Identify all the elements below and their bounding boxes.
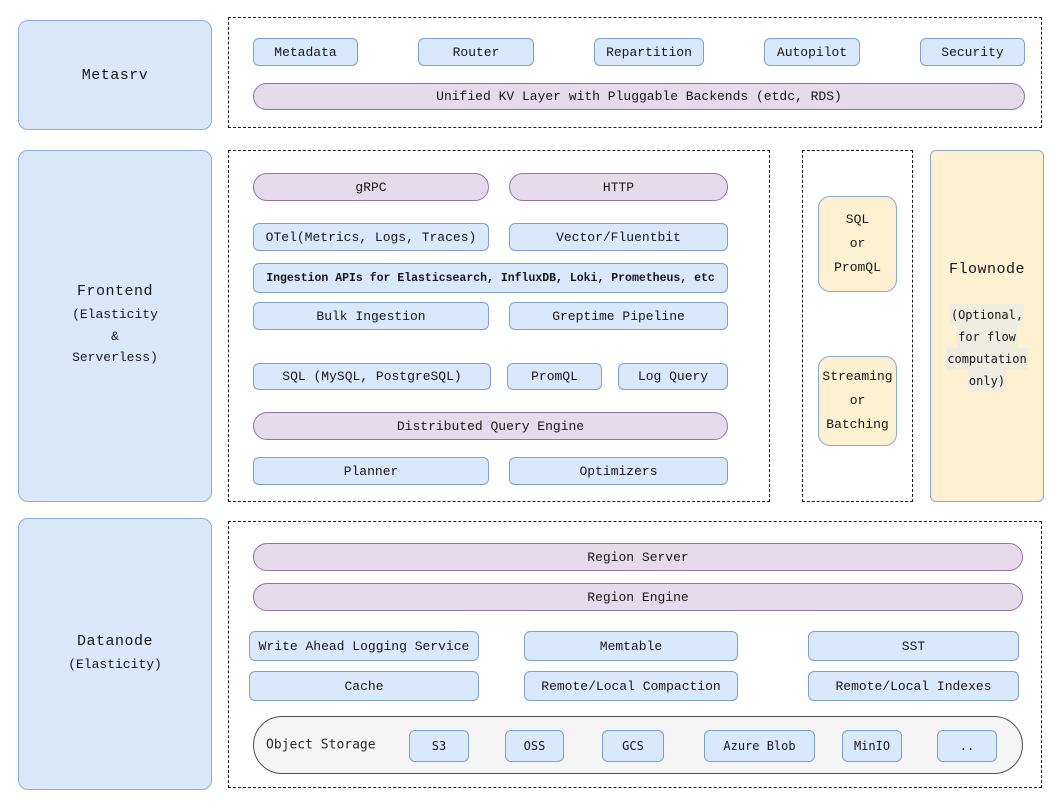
box-bulk-ingestion: Bulk Ingestion — [253, 302, 489, 330]
box-region-server: Region Server — [253, 543, 1023, 571]
metasrv-modules-row: Metadata Router Repartition Autopilot Se… — [253, 38, 1025, 66]
flownode-subtitle: (Optional, for flow computation only) — [946, 304, 1028, 392]
metasrv-label: Metasrv — [81, 66, 149, 84]
box-more-providers: .. — [937, 730, 997, 762]
box-sql: SQL (MySQL, PostgreSQL) — [253, 363, 491, 390]
box-greptime-pipeline: Greptime Pipeline — [509, 302, 728, 330]
box-remote-local-compaction: Remote/Local Compaction — [524, 671, 738, 701]
box-memtable: Memtable — [524, 631, 738, 661]
frontend-label: Frontend — [76, 283, 153, 301]
flow-link-line: Streaming — [822, 368, 893, 384]
flow-link-line: or — [849, 392, 866, 408]
box-optimizers: Optimizers — [509, 457, 728, 485]
object-storage-label: Object Storage — [266, 737, 376, 753]
flownode-subtitle-line: for flow — [957, 326, 1017, 348]
box-grpc: gRPC — [253, 173, 489, 201]
metasrv-node: Metasrv — [18, 20, 212, 130]
box-security: Security — [920, 38, 1025, 66]
frontend-sublabel-line: & — [111, 328, 119, 344]
box-sql-or-promql: SQL or PromQL — [818, 196, 897, 292]
flownode-subtitle-line: computation — [946, 348, 1028, 370]
box-remote-local-indexes: Remote/Local Indexes — [808, 671, 1019, 701]
box-cache: Cache — [249, 671, 479, 701]
box-wal-service: Write Ahead Logging Service — [249, 631, 479, 661]
box-azure-blob: Azure Blob — [704, 730, 815, 762]
box-metadata: Metadata — [253, 38, 358, 66]
frontend-sublabel: (Elasticity & Serverless) — [72, 304, 158, 368]
flow-link-line: Batching — [826, 417, 889, 433]
box-log-query: Log Query — [618, 363, 728, 390]
box-gcs: GCS — [602, 730, 664, 762]
frontend-sublabel-line: Serverless) — [72, 350, 158, 366]
flow-link-line: SQL — [845, 211, 870, 227]
datanode-components-row-1: Write Ahead Logging Service Memtable SST — [249, 631, 1039, 661]
frontend-group: gRPC HTTP OTel(Metrics, Logs, Traces) Ve… — [228, 150, 770, 502]
datanode-sublabel: (Elasticity) — [68, 656, 162, 672]
metasrv-group: Metadata Router Repartition Autopilot Se… — [228, 17, 1042, 128]
box-distributed-query-engine: Distributed Query Engine — [253, 412, 728, 440]
flownode-title: Flownode — [948, 261, 1025, 278]
box-http: HTTP — [509, 173, 728, 201]
box-autopilot: Autopilot — [764, 38, 860, 66]
datanode-group: Region Server Region Engine Write Ahead … — [228, 521, 1042, 788]
box-repartition: Repartition — [594, 38, 704, 66]
box-planner: Planner — [253, 457, 489, 485]
box-router: Router — [418, 38, 534, 66]
frontend-query-interfaces-row: SQL (MySQL, PostgreSQL) PromQL Log Query — [253, 363, 728, 390]
box-minio: MinIO — [842, 730, 902, 762]
frontend-protocols-row: gRPC HTTP — [253, 173, 728, 201]
object-storage-container: Object Storage S3 OSS GCS Azure Blob Min… — [253, 716, 1023, 774]
flownode-subtitle-line: only) — [967, 370, 1007, 392]
box-ingestion-apis: Ingestion APIs for Elasticsearch, Influx… — [253, 263, 728, 293]
frontend-query-components-row: Planner Optimizers — [253, 457, 728, 485]
frontend-ingestion-row: Bulk Ingestion Greptime Pipeline — [253, 302, 728, 330]
datanode-components-row-2: Cache Remote/Local Compaction Remote/Loc… — [249, 671, 1039, 701]
box-streaming-or-batching: Streaming or Batching — [818, 356, 897, 446]
datanode-node: Datanode (Elasticity) — [18, 518, 212, 790]
frontend-collectors-row: OTel(Metrics, Logs, Traces) Vector/Fluen… — [253, 223, 728, 251]
frontend-node: Frontend (Elasticity & Serverless) — [18, 150, 212, 502]
box-s3: S3 — [409, 730, 469, 762]
frontend-sublabel-line: (Elasticity — [72, 307, 158, 323]
box-promql: PromQL — [507, 363, 602, 390]
box-vector-fluentbit: Vector/Fluentbit — [509, 223, 728, 251]
datanode-label: Datanode — [76, 632, 153, 650]
flow-link-line: PromQL — [834, 260, 881, 276]
box-region-engine: Region Engine — [253, 583, 1023, 611]
flownode-node: Flownode (Optional, for flow computation… — [930, 150, 1044, 502]
box-unified-kv-layer: Unified KV Layer with Pluggable Backends… — [253, 83, 1025, 110]
box-sst: SST — [808, 631, 1019, 661]
flownode-subtitle-line: (Optional, — [949, 304, 1025, 326]
flow-link-line: or — [849, 235, 866, 251]
flow-link-group: SQL or PromQL Streaming or Batching — [802, 150, 913, 502]
box-oss: OSS — [505, 730, 564, 762]
box-otel: OTel(Metrics, Logs, Traces) — [253, 223, 489, 251]
